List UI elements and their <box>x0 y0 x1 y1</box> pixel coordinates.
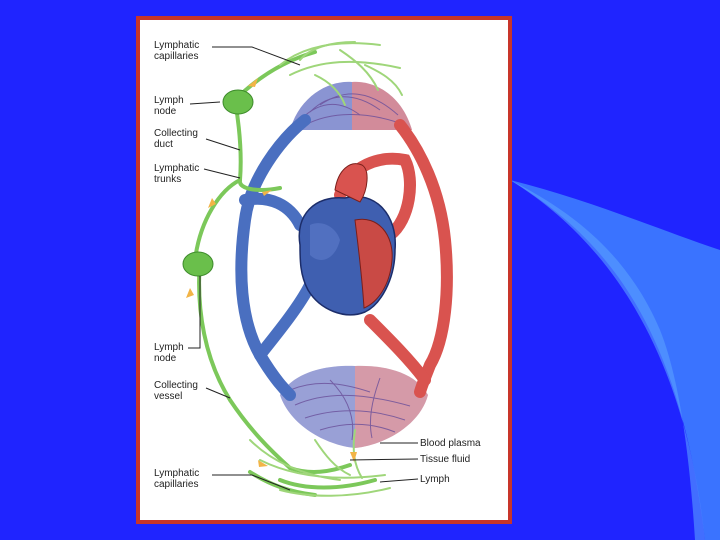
lymphatic-capillaries-bottom-branches <box>249 429 391 497</box>
label-collecting-vessel: Collecting vessel <box>154 380 198 402</box>
heart <box>298 163 396 316</box>
lymph-node-bottom-shape <box>182 251 214 277</box>
diagram-frame: Lymphatic capillaries Lymph node Collect… <box>136 16 512 524</box>
label-tissue-fluid: Tissue fluid <box>420 454 471 465</box>
label-lymphatic-capillaries-top: Lymphatic capillaries <box>154 40 200 62</box>
veins <box>235 114 316 401</box>
label-lymphatic-capillaries-bottom: Lymphatic capillaries <box>154 468 200 490</box>
flow-arrows <box>186 78 357 467</box>
lymph-node-top-shape <box>222 89 254 115</box>
circulatory-lymphatic-diagram <box>182 41 453 497</box>
label-lymph: Lymph <box>420 474 450 485</box>
label-collecting-duct: Collecting duct <box>154 128 198 150</box>
label-blood-plasma: Blood plasma <box>420 438 481 449</box>
label-lymph-node-top: Lymph node <box>154 95 184 117</box>
lymphatic-capillaries-top-branches <box>279 41 403 106</box>
label-lymph-node-bottom: Lymph node <box>154 342 184 364</box>
lower-capillary-bed <box>280 365 428 448</box>
leader-lines <box>188 46 419 491</box>
label-lymphatic-trunks: Lymphatic trunks <box>154 163 200 185</box>
